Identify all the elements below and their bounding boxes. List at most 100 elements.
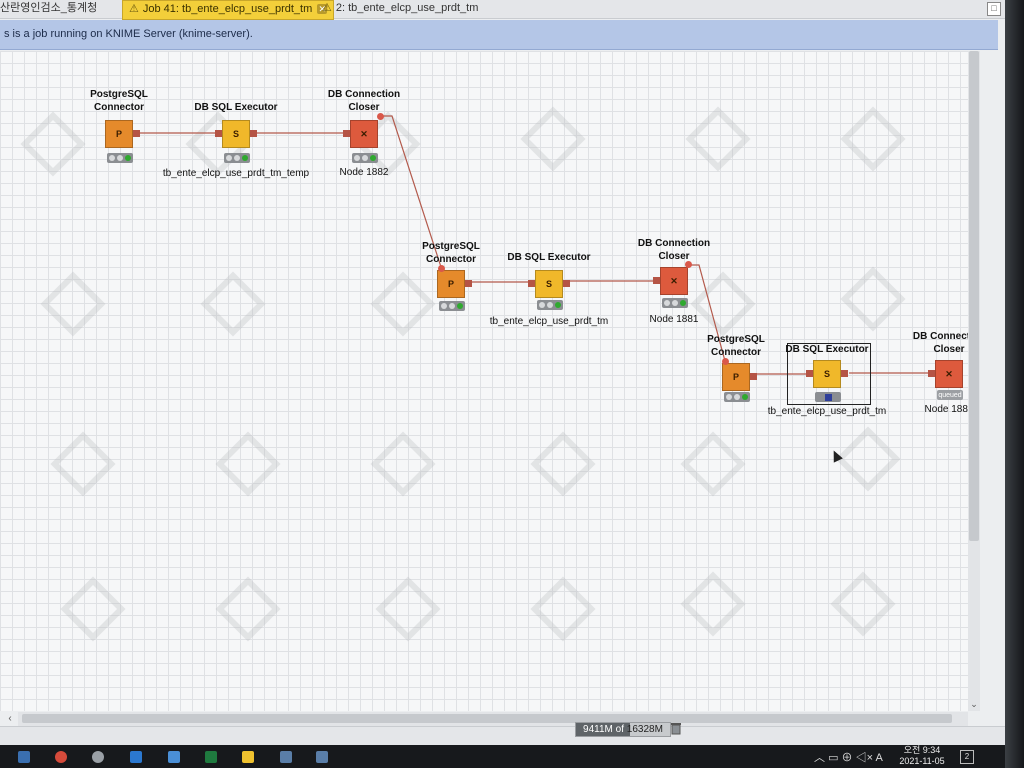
- monitor-bezel: [1005, 0, 1024, 768]
- tab-workflow-2[interactable]: ⚠2: tb_ente_elcp_use_prdt_tm: [316, 0, 484, 18]
- node-status-light: [439, 301, 465, 311]
- volume-muted-icon[interactable]: ◁×: [855, 752, 874, 764]
- notification-center-icon[interactable]: 2: [960, 750, 974, 764]
- node-label[interactable]: Node 1882: [339, 167, 389, 178]
- input-port[interactable]: [528, 280, 535, 287]
- node-label[interactable]: tb_ente_elcp_use_prdt_tm_temp: [162, 168, 310, 179]
- excel-icon[interactable]: [205, 751, 217, 763]
- node-title: Connector: [426, 254, 476, 265]
- browser-icon[interactable]: [55, 751, 67, 763]
- app-icon[interactable]: [130, 751, 142, 763]
- node-title: DB Connection: [327, 89, 401, 100]
- editor-tab-bar: 산란영인검소_통계청 ⚠Job 41: tb_ente_elcp_use_prd…: [0, 0, 1005, 20]
- input-port[interactable]: [343, 130, 350, 137]
- app-icon[interactable]: [316, 751, 328, 763]
- flow-variable-port[interactable]: [377, 113, 384, 120]
- node-title: DB SQL Executor: [194, 102, 278, 113]
- sql-executor-icon: S: [222, 120, 250, 148]
- output-port[interactable]: [841, 370, 848, 377]
- connections-layer: [139, 115, 934, 375]
- node-title: Closer: [658, 251, 690, 262]
- output-port[interactable]: [563, 280, 570, 287]
- node-title: PostgreSQL: [90, 89, 148, 100]
- node-status-light: [224, 153, 250, 163]
- node-status-light: [352, 153, 378, 163]
- node-title: DB SQL Executor: [507, 252, 591, 263]
- app-icon[interactable]: [92, 751, 104, 763]
- input-port[interactable]: [215, 130, 222, 137]
- heap-usage-bar: [576, 723, 631, 736]
- node-title: Connector: [94, 102, 144, 113]
- node-status-light: [107, 153, 133, 163]
- selected-node-box: [787, 343, 871, 405]
- input-port[interactable]: [653, 277, 660, 284]
- node-label[interactable]: tb_ente_elcp_use_prdt_tm: [767, 406, 887, 417]
- workflow-canvas[interactable]: PostgreSQL Connector P DB SQL Executor S…: [0, 51, 968, 711]
- output-port[interactable]: [250, 130, 257, 137]
- tab-label: 산란영인검소_통계청: [0, 2, 98, 14]
- sql-executor-icon: S: [813, 360, 841, 388]
- status-bar: [0, 726, 1005, 745]
- node-title: DB Connection: [637, 238, 711, 249]
- warning-icon: ⚠: [322, 2, 332, 14]
- node-title: DB SQL Executor: [785, 344, 869, 355]
- node-status-light: [537, 300, 563, 310]
- node-title: Connector: [711, 347, 761, 358]
- battery-icon[interactable]: ▭: [828, 752, 839, 764]
- explorer-icon[interactable]: [168, 751, 180, 763]
- flow-variable-connection: [381, 115, 442, 268]
- node-status-queued: queued: [937, 390, 963, 400]
- postgresql-icon: P: [437, 270, 465, 298]
- maximize-icon[interactable]: □: [987, 2, 1001, 16]
- node-status-light: [724, 392, 750, 402]
- server-job-banner: s is a job running on KNIME Server (knim…: [0, 20, 998, 50]
- vertical-scrollbar[interactable]: ⌄: [968, 51, 980, 711]
- horizontal-scrollbar[interactable]: ‹: [8, 712, 968, 726]
- ime-indicator[interactable]: A: [875, 752, 883, 764]
- node-label[interactable]: Node 1881: [649, 314, 699, 325]
- scroll-down-icon[interactable]: ⌄: [970, 699, 978, 709]
- network-icon[interactable]: ⊕: [841, 752, 853, 764]
- horizontal-scrollbar-thumb[interactable]: [22, 714, 952, 723]
- garbage-collect-icon[interactable]: [670, 722, 682, 735]
- app-icon[interactable]: [280, 751, 292, 763]
- start-icon[interactable]: [18, 751, 30, 763]
- heap-status[interactable]: 9411M of 16328M: [575, 722, 671, 737]
- node-label[interactable]: Node 1886: [924, 404, 968, 415]
- node-status-executing: [815, 392, 841, 402]
- warning-icon: ⚠: [129, 3, 139, 15]
- windows-taskbar: ︿ ▭ ⊕ ◁× A 오전 9:34 2021-11-05 2: [0, 745, 1005, 768]
- connection-closer-icon: ✕: [350, 120, 378, 148]
- postgresql-icon: P: [105, 120, 133, 148]
- postgresql-icon: P: [722, 363, 750, 391]
- connection-closer-icon: ✕: [660, 267, 688, 295]
- node-label[interactable]: tb_ente_elcp_use_prdt_tm: [489, 316, 609, 327]
- flow-variable-port[interactable]: [438, 265, 445, 272]
- node-title: Closer: [933, 344, 965, 355]
- tab-previous-workflow[interactable]: 산란영인검소_통계청: [0, 0, 103, 18]
- close-tab-icon[interactable]: ✕: [317, 4, 328, 14]
- input-port[interactable]: [928, 370, 935, 377]
- flow-variable-port[interactable]: [722, 358, 729, 365]
- system-tray[interactable]: ︿ ▭ ⊕ ◁× A: [814, 749, 883, 765]
- vertical-scrollbar-thumb[interactable]: [969, 51, 979, 541]
- node-title: PostgreSQL: [707, 334, 765, 345]
- node-title: PostgreSQL: [422, 241, 480, 252]
- flow-variable-port[interactable]: [685, 261, 692, 268]
- tab-label: 2: tb_ente_elcp_use_prdt_tm: [335, 2, 479, 14]
- chevron-up-icon[interactable]: ︿: [814, 752, 825, 764]
- tab-label: Job 41: tb_ente_elcp_use_prdt_tm: [142, 3, 313, 15]
- output-port[interactable]: [750, 373, 757, 380]
- sql-executor-icon: S: [535, 270, 563, 298]
- node-status-light: [662, 298, 688, 308]
- node-title: DB Connection: [912, 331, 968, 342]
- knime-window: 산란영인검소_통계청 ⚠Job 41: tb_ente_elcp_use_prd…: [0, 0, 1005, 745]
- node-title: Closer: [348, 102, 380, 113]
- tab-job-41[interactable]: ⚠Job 41: tb_ente_elcp_use_prdt_tm✕: [122, 0, 335, 20]
- knime-icon[interactable]: [242, 751, 254, 763]
- scroll-left-icon[interactable]: ‹: [8, 713, 12, 724]
- input-port[interactable]: [806, 370, 813, 377]
- output-port[interactable]: [133, 130, 140, 137]
- taskbar-clock[interactable]: 오전 9:34 2021-11-05: [899, 745, 945, 766]
- output-port[interactable]: [465, 280, 472, 287]
